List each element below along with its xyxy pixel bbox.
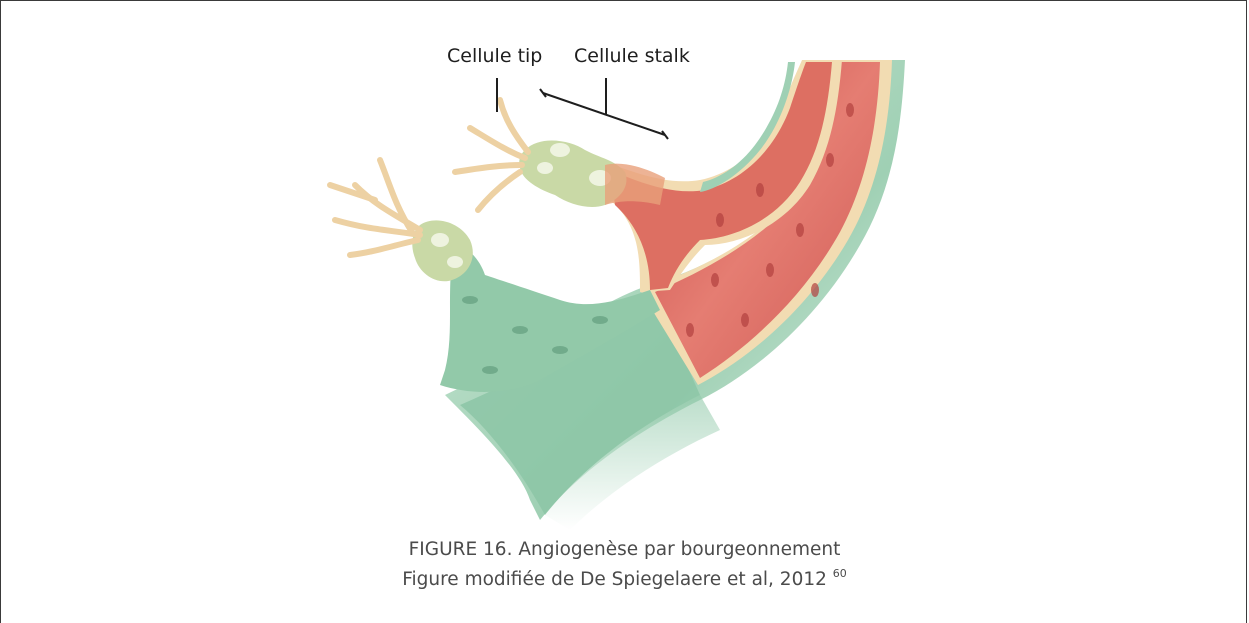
- label-cellule-tip: Cellule tip: [447, 45, 542, 67]
- stalk-region: [605, 164, 665, 205]
- figure-caption-title: FIGURE 16. Angiogenèse par bourgeonnemen…: [0, 539, 1249, 560]
- label-cellule-stalk: Cellule stalk: [574, 45, 690, 67]
- caption-reference-number: 60: [833, 567, 847, 580]
- caption-line2-text: Figure modifiée de De Spiegelaere et al,…: [402, 569, 827, 590]
- figure-caption-source: Figure modifiée de De Spiegelaere et al,…: [0, 567, 1249, 590]
- lower-filopodia: [330, 160, 420, 255]
- upper-filopodia: [455, 100, 528, 210]
- caption-line1-text: FIGURE 16. Angiogenèse par bourgeonnemen…: [409, 539, 841, 560]
- stalk-bracket-line: [543, 93, 665, 135]
